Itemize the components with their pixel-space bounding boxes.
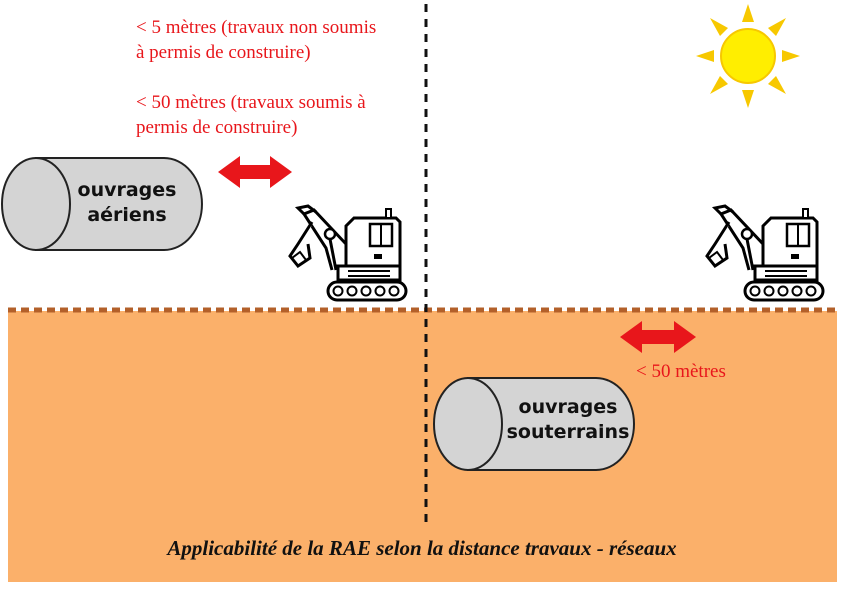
aerial-pipe-icon bbox=[1, 157, 203, 251]
limit-note-subject-line2: permis de construire) bbox=[136, 117, 298, 138]
limit-note-subject-line1: < 50 mètres (travaux soumis à bbox=[136, 92, 366, 113]
underground-limit-note: < 50 mètres bbox=[636, 361, 726, 382]
limit-note-unsubject-line1: < 5 mètres (travaux non soumis bbox=[136, 17, 377, 38]
underground-distance-arrow-icon bbox=[620, 321, 696, 353]
underground-pipe-label-line1: ouvrages bbox=[518, 396, 618, 418]
limit-note-subject: < 50 mètres (travaux soumis à permis de … bbox=[136, 90, 366, 140]
sun-icon bbox=[696, 4, 800, 108]
limit-note-unsubject: < 5 mètres (travaux non soumis à permis … bbox=[136, 15, 376, 65]
underground-pipe-icon bbox=[433, 377, 635, 471]
aerial-pipe-label: ouvrages aériens bbox=[66, 178, 188, 228]
underground-pipe-label: ouvrages souterrains bbox=[502, 395, 634, 445]
ground-area bbox=[8, 311, 837, 582]
aerial-pipe-label-line1: ouvrages bbox=[77, 179, 177, 201]
aerial-distance-arrow-icon bbox=[218, 156, 292, 188]
excavator-icon bbox=[705, 204, 825, 302]
underground-pipe-label-line2: souterrains bbox=[506, 421, 630, 443]
limit-note-unsubject-line2: à permis de construire) bbox=[136, 42, 311, 63]
excavator-icon bbox=[288, 204, 408, 302]
diagram-caption: Applicabilité de la RAE selon la distanc… bbox=[167, 536, 677, 560]
aerial-pipe-label-line2: aériens bbox=[87, 204, 167, 226]
